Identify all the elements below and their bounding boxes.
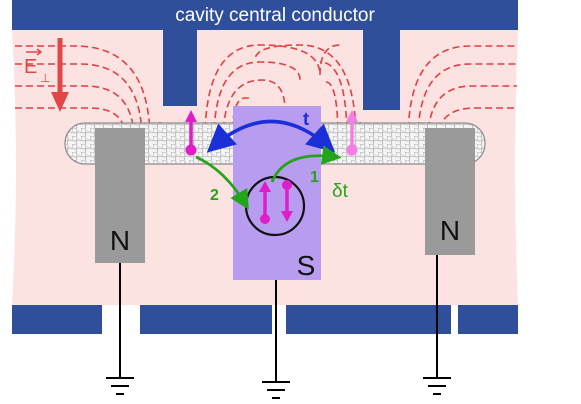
- ground-icon: [106, 377, 134, 395]
- field-arrow-head: [51, 92, 69, 112]
- left-dot-spin: [185, 110, 197, 156]
- path-2-label: 2: [210, 187, 219, 204]
- normal-lead-left: [95, 128, 145, 263]
- hopping-arrow-t: [206, 119, 336, 153]
- hopping-t-label: t: [303, 109, 309, 129]
- electric-field-indicator: E ⊥: [24, 38, 69, 112]
- cavity-label: cavity central conductor: [175, 5, 375, 26]
- normal-lead-right: [425, 128, 475, 255]
- ground-icon: [423, 377, 451, 395]
- spin-down-icon: [281, 180, 293, 222]
- spin-up-icon: [259, 181, 271, 224]
- field-e-label: E: [24, 56, 37, 78]
- cavity-central-conductor: [12, 0, 518, 110]
- normal-lead-right-label: N: [440, 215, 460, 246]
- ground-wires: [119, 255, 438, 382]
- delta-t-label: δt: [332, 181, 349, 202]
- field-perp-label: ⊥: [40, 71, 50, 85]
- transfer-path-1: [270, 145, 342, 183]
- ground-plane-segment-1: [12, 305, 102, 334]
- superconductor-label: S: [297, 250, 316, 281]
- normal-lead-left-label: N: [110, 225, 130, 256]
- path-1-label: 1: [310, 169, 319, 186]
- right-dot-spin: [346, 110, 358, 156]
- transfer-path-2: [195, 155, 249, 210]
- ground-plane-segment-4: [458, 305, 518, 334]
- ground-icon: [262, 381, 290, 399]
- ground-plane-segment-2: [140, 305, 272, 334]
- ground-plane-segment-3: [286, 305, 451, 334]
